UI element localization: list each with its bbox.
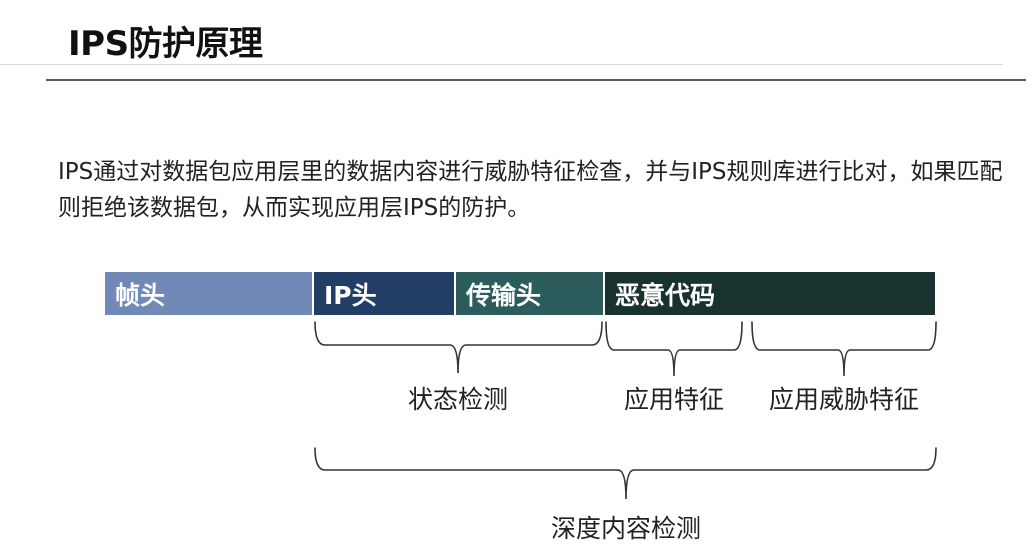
bracket-app-threat-signature [751,321,937,377]
description-text: IPS通过对数据包应用层里的数据内容进行威胁特征检查，并与IPS规则库进行比对，… [58,159,1003,221]
label-deep-content-inspection: 深度内容检测 [550,514,702,543]
label-app-threat-signature: 应用威胁特征 [768,385,920,414]
page-title: IPS防护原理 [68,24,263,64]
title-divider [46,79,1026,81]
title-underline-light [0,64,1003,65]
label-app-signature: 应用特征 [623,385,725,414]
segment-transport-header: 传输头 [456,272,603,315]
label-state-inspection: 状态检测 [407,385,509,414]
segment-ip-header: IP头 [314,272,454,315]
bracket-app-signature [605,321,743,377]
bracket-deep-content-inspection [314,447,937,500]
bracket-state-inspection [314,321,603,374]
segment-frame-header: 帧头 [105,272,312,315]
segment-malicious-code: 恶意代码 [605,272,935,315]
